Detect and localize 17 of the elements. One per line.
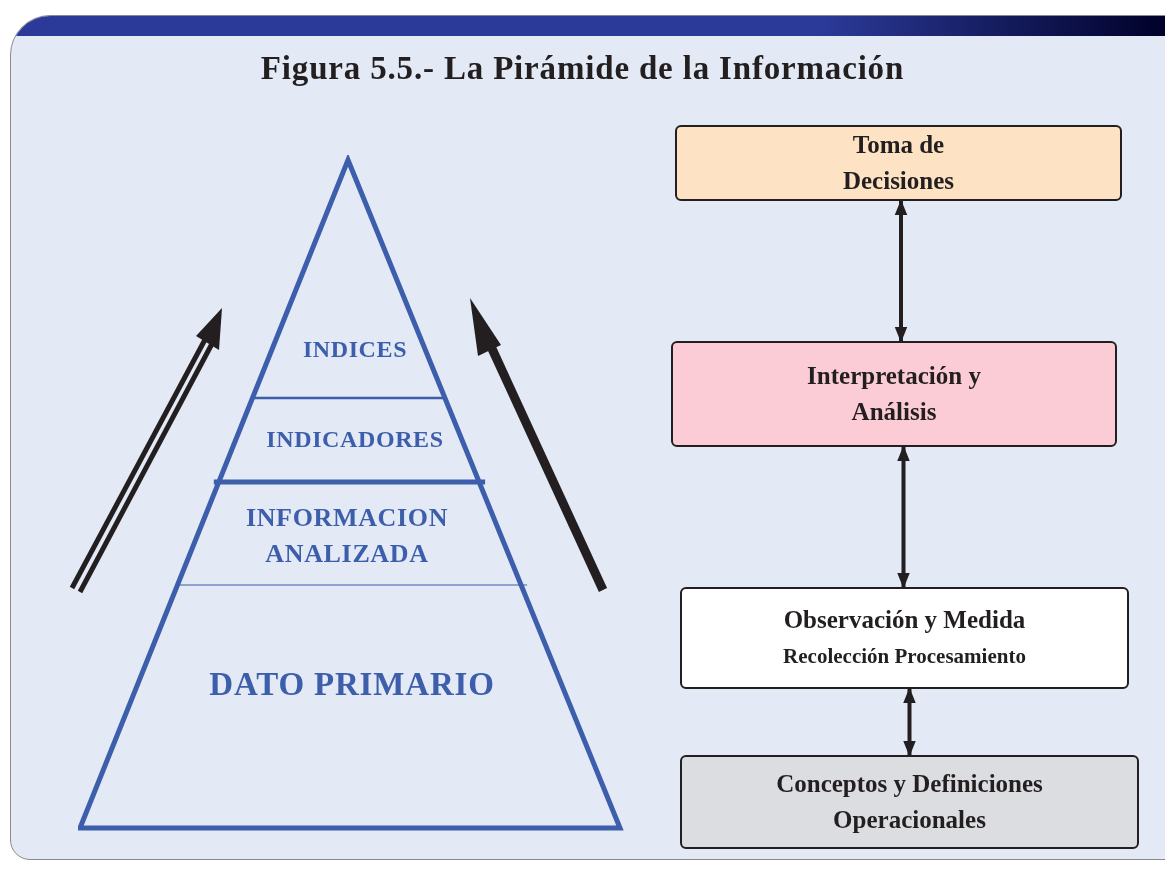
box-text: Observación y Medida [782, 605, 1027, 635]
box-text: Toma de Decisiones [841, 130, 956, 196]
pyramid-level-label: INDICES [265, 331, 445, 367]
process-box [675, 125, 1122, 201]
double-arrow [894, 199, 908, 343]
title: Figura 5.5.- La Pirámide de la Información [259, 49, 906, 88]
box-text: Interpretación y Análisis [806, 361, 982, 427]
box-text: Conceptos y Definiciones Operacionales [775, 769, 1044, 835]
box-text: Recolección Procesamiento [782, 643, 1027, 670]
double-arrow [903, 687, 916, 757]
process-box [680, 587, 1129, 689]
pyramid-level-label: INFORMACION ANALIZADA [207, 500, 487, 572]
process-box [680, 755, 1139, 849]
process-box [671, 341, 1117, 447]
double-arrow [897, 445, 910, 589]
pyramid-level-label: INDICADORES [225, 421, 485, 457]
pyramid-level-label: DATO PRIMARIO [147, 660, 557, 710]
